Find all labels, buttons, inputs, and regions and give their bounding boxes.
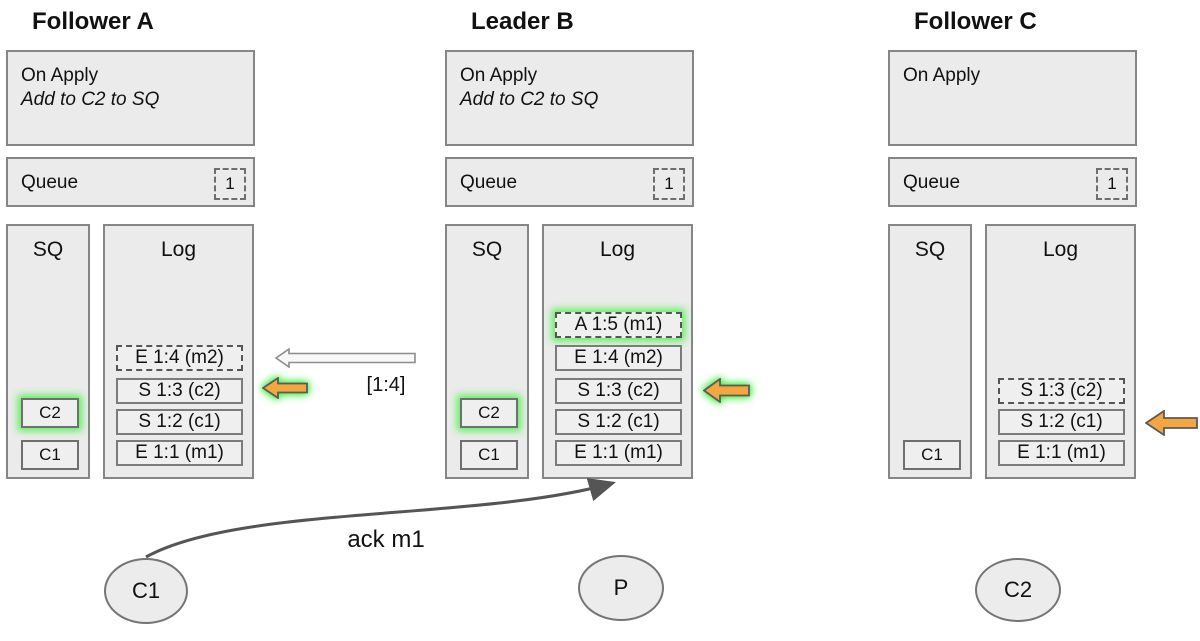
log-entry: E 1:1 (m1) xyxy=(116,440,243,466)
node-title: Follower C xyxy=(914,8,1037,35)
queue-count-badge: 1 xyxy=(653,168,685,200)
sq-header: SQ xyxy=(471,238,503,261)
node-follower-a: Follower A On Apply Add to C2 to SQ Queu… xyxy=(6,0,255,490)
log-entry: A 1:5 (m1) xyxy=(555,312,682,338)
log-entry: S 1:3 (c2) xyxy=(555,378,682,404)
replicate-arrow-icon xyxy=(275,348,416,368)
on-apply-box: On Apply Add to C2 to SQ xyxy=(445,50,694,146)
queue-count-badge: 1 xyxy=(1096,168,1128,200)
log-box: Log A 1:5 (m1) E 1:4 (m2) S 1:3 (c2) S 1… xyxy=(542,224,693,479)
actor-client-c1: C1 xyxy=(104,558,188,624)
log-entry: S 1:2 (c1) xyxy=(116,409,243,435)
log-entry: S 1:2 (c1) xyxy=(998,409,1125,435)
node-follower-c: Follower C On Apply Queue 1 SQ C1 Log S … xyxy=(888,0,1137,490)
apply-pointer-arrow-icon xyxy=(703,378,750,403)
sq-box: SQ C2 C1 xyxy=(445,224,529,479)
on-apply-box: On Apply xyxy=(888,50,1137,146)
log-box: Log S 1:3 (c2) S 1:2 (c1) E 1:1 (m1) xyxy=(985,224,1136,479)
log-entry: E 1:1 (m1) xyxy=(555,440,682,466)
on-apply-box: On Apply Add to C2 to SQ xyxy=(6,50,255,146)
log-entry: S 1:3 (c2) xyxy=(116,378,243,404)
log-box: Log E 1:4 (m2) S 1:3 (c2) S 1:2 (c1) E 1… xyxy=(103,224,254,479)
sq-header: SQ xyxy=(914,238,946,261)
on-apply-rule: Add to C2 to SQ xyxy=(460,89,599,110)
log-entry: S 1:2 (c1) xyxy=(555,409,682,435)
on-apply-label: On Apply xyxy=(21,65,99,86)
node-leader-b: Leader B On Apply Add to C2 to SQ Queue … xyxy=(445,0,694,490)
log-header: Log xyxy=(1042,238,1079,261)
on-apply-label: On Apply xyxy=(460,65,538,86)
queue-box: Queue 1 xyxy=(888,157,1137,207)
log-entry: E 1:1 (m1) xyxy=(998,440,1125,466)
actor-p: P xyxy=(578,555,664,621)
sq-item-c1: C1 xyxy=(21,440,79,470)
node-title: Leader B xyxy=(471,8,574,35)
on-apply-label: On Apply xyxy=(903,65,981,86)
apply-pointer-arrow-icon xyxy=(1145,410,1198,436)
queue-label: Queue xyxy=(460,172,518,193)
actor-client-c2: C2 xyxy=(975,558,1061,622)
log-header: Log xyxy=(160,238,197,261)
queue-label: Queue xyxy=(21,172,79,193)
log-entry: E 1:4 (m2) xyxy=(555,345,682,371)
sq-box: SQ C2 C1 xyxy=(6,224,90,479)
sq-item-c2: C2 xyxy=(460,398,518,428)
replicate-range-label: [1:4] xyxy=(366,374,406,396)
sq-box: SQ C1 xyxy=(888,224,972,479)
sq-item-c1: C1 xyxy=(903,440,961,470)
apply-pointer-arrow-icon xyxy=(262,377,308,399)
log-header: Log xyxy=(599,238,636,261)
log-entry: E 1:4 (m2) xyxy=(116,345,243,371)
on-apply-rule: Add to C2 to SQ xyxy=(21,89,160,110)
ack-message-label: ack m1 xyxy=(347,526,425,553)
log-entry: S 1:3 (c2) xyxy=(998,378,1125,404)
sq-item-c1: C1 xyxy=(460,440,518,470)
queue-box: Queue 1 xyxy=(445,157,694,207)
queue-label: Queue xyxy=(903,172,961,193)
node-title: Follower A xyxy=(32,8,154,35)
queue-box: Queue 1 xyxy=(6,157,255,207)
sq-header: SQ xyxy=(32,238,64,261)
queue-count-badge: 1 xyxy=(214,168,246,200)
sq-item-c2: C2 xyxy=(21,398,79,428)
